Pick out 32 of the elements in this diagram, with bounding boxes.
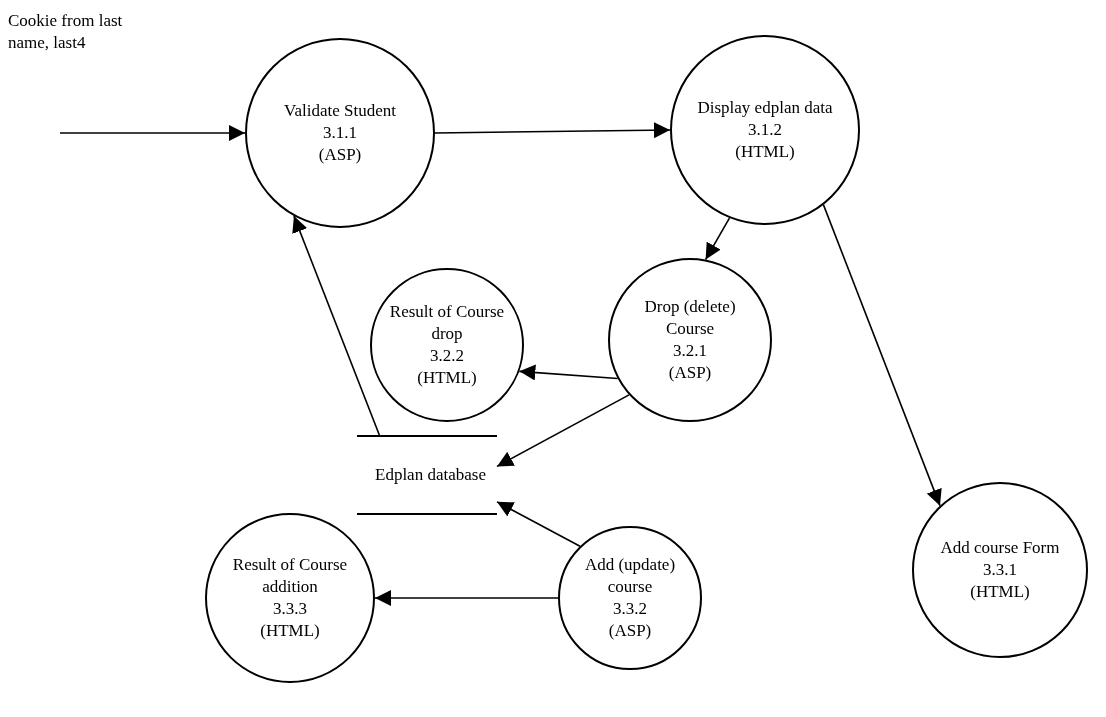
node-text: Result of Course drop [388, 300, 506, 345]
node-text: (HTML) [260, 620, 320, 643]
node-text: Add (update) course [583, 553, 677, 598]
arrow [59, 125, 246, 141]
node-text: 3.3.1 [983, 558, 1017, 581]
arrow [434, 122, 671, 139]
arrow [518, 364, 619, 381]
node-text: 3.1.1 [323, 121, 357, 144]
arrow [822, 204, 942, 507]
arrow [496, 501, 581, 547]
arrow [374, 590, 559, 606]
node-text: 3.3.2 [613, 598, 647, 620]
node-text: 3.1.2 [748, 118, 782, 141]
node-text: 3.2.2 [430, 345, 464, 367]
node-text: Drop (delete) Course [643, 295, 737, 340]
node-text: Validate Student [284, 99, 396, 122]
node-text: 3.3.3 [273, 598, 307, 620]
arrow [704, 217, 731, 261]
arrow [496, 394, 630, 468]
node-text: Result of Course addition [231, 553, 349, 598]
node-text: (ASP) [668, 362, 712, 385]
node-text: (HTML) [417, 367, 477, 390]
node-text: (HTML) [735, 141, 795, 164]
node-text: Display edplan data [697, 96, 833, 119]
arrow [292, 215, 381, 436]
node-text: (ASP) [608, 620, 652, 643]
node-text: (ASP) [318, 144, 362, 167]
node-text: (HTML) [970, 581, 1030, 604]
node-text: Edplan database [375, 463, 486, 486]
node-text: Add course Form [940, 536, 1060, 559]
node-text: 3.2.1 [673, 340, 707, 362]
data-store [357, 435, 497, 515]
